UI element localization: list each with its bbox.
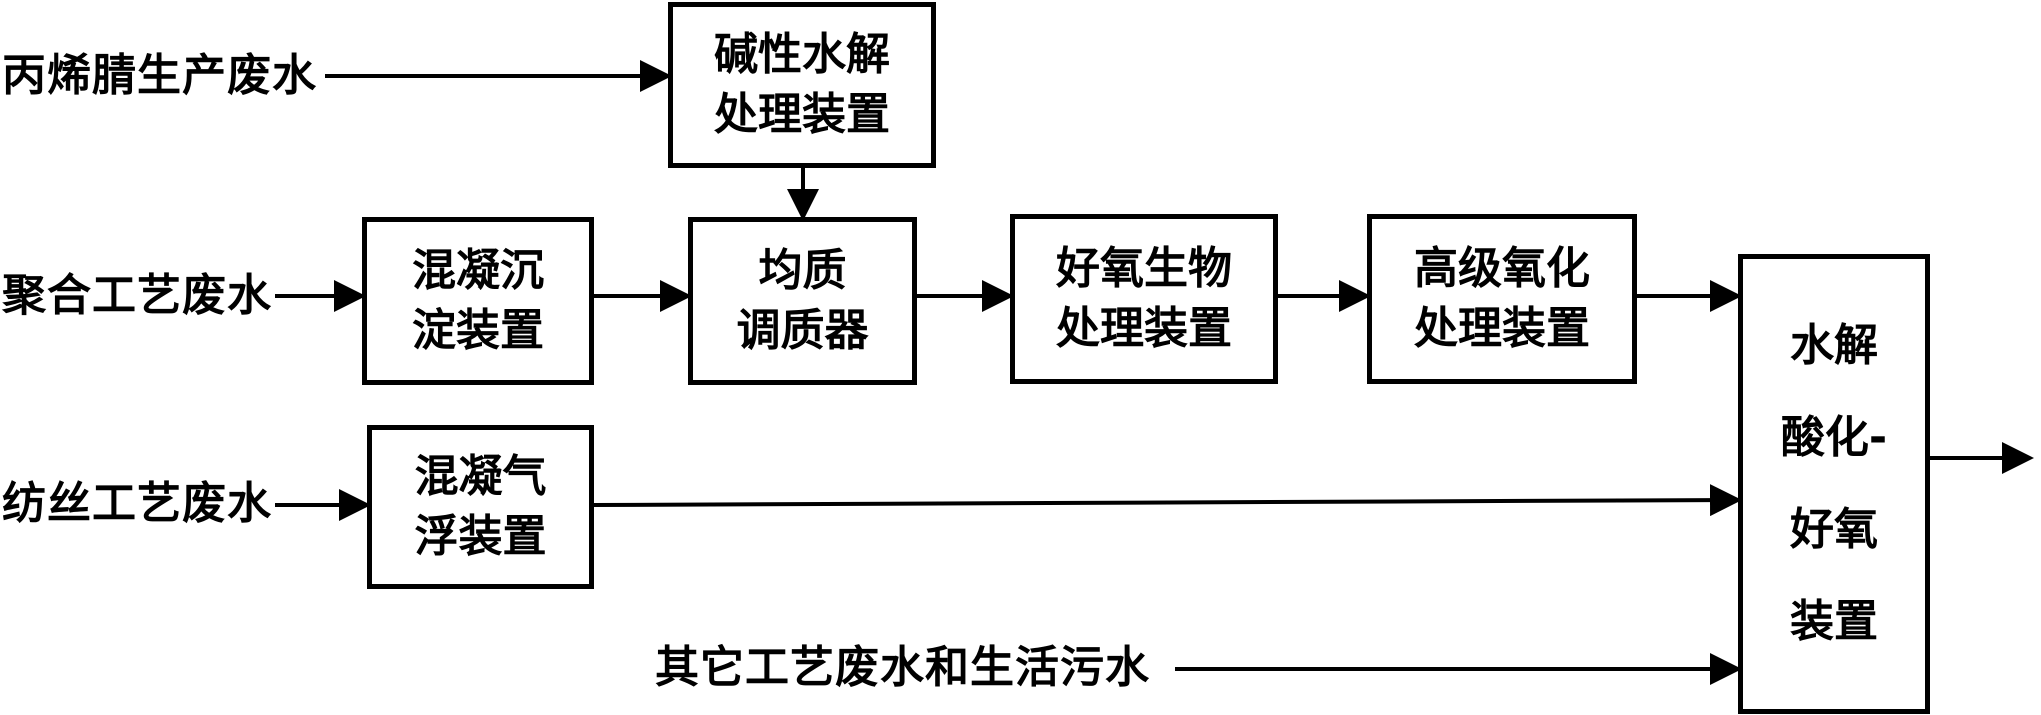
arrow-flotation-to-final bbox=[593, 484, 1742, 517]
box-coagulation-sedimentation: 混凝沉 淀装置 bbox=[362, 217, 594, 385]
box-aerobic-bio-line1: 好氧生物 bbox=[1056, 243, 1232, 294]
input-label-other: 其它工艺废水和生活污水 bbox=[655, 642, 1150, 693]
box-homogenizer-line2: 调质器 bbox=[736, 305, 869, 356]
input-label-spinning: 纺丝工艺废水 bbox=[2, 478, 272, 529]
box-homogenizer: 均质 调质器 bbox=[688, 217, 917, 385]
box-coagulation-sedimentation-line2: 淀装置 bbox=[412, 305, 544, 356]
box-coagulation-sedimentation-line1: 混凝沉 bbox=[412, 245, 544, 296]
box-coagulation-flotation-line2: 浮装置 bbox=[414, 511, 547, 562]
box-hydrolysis-aerobic-line2: 酸化- bbox=[1780, 412, 1888, 463]
box-alkaline-hydrolysis-line2: 处理装置 bbox=[714, 89, 890, 140]
box-advanced-oxidation-line2: 处理装置 bbox=[1414, 303, 1590, 354]
box-homogenizer-line1: 均质 bbox=[758, 245, 847, 296]
box-hydrolysis-aerobic-line1: 水解 bbox=[1790, 320, 1878, 371]
box-coagulation-flotation: 混凝气 浮装置 bbox=[367, 425, 594, 589]
box-hydrolysis-aerobic: 水解 酸化- 好氧 装置 bbox=[1738, 254, 1930, 714]
box-alkaline-hydrolysis-line1: 碱性水解 bbox=[714, 29, 890, 80]
box-aerobic-bio-line2: 处理装置 bbox=[1056, 303, 1232, 354]
input-label-polymerization: 聚合工艺废水 bbox=[2, 270, 272, 321]
box-hydrolysis-aerobic-line3: 好氧 bbox=[1790, 504, 1878, 555]
box-advanced-oxidation-line1: 高级氧化 bbox=[1414, 243, 1590, 294]
input-label-acrylonitrile: 丙烯腈生产废水 bbox=[2, 50, 317, 101]
box-coagulation-flotation-line1: 混凝气 bbox=[414, 451, 547, 502]
box-aerobic-bio: 好氧生物 处理装置 bbox=[1010, 214, 1278, 384]
box-hydrolysis-aerobic-line4: 装置 bbox=[1790, 596, 1878, 647]
box-alkaline-hydrolysis: 碱性水解 处理装置 bbox=[668, 2, 936, 168]
box-advanced-oxidation: 高级氧化 处理装置 bbox=[1367, 214, 1637, 384]
